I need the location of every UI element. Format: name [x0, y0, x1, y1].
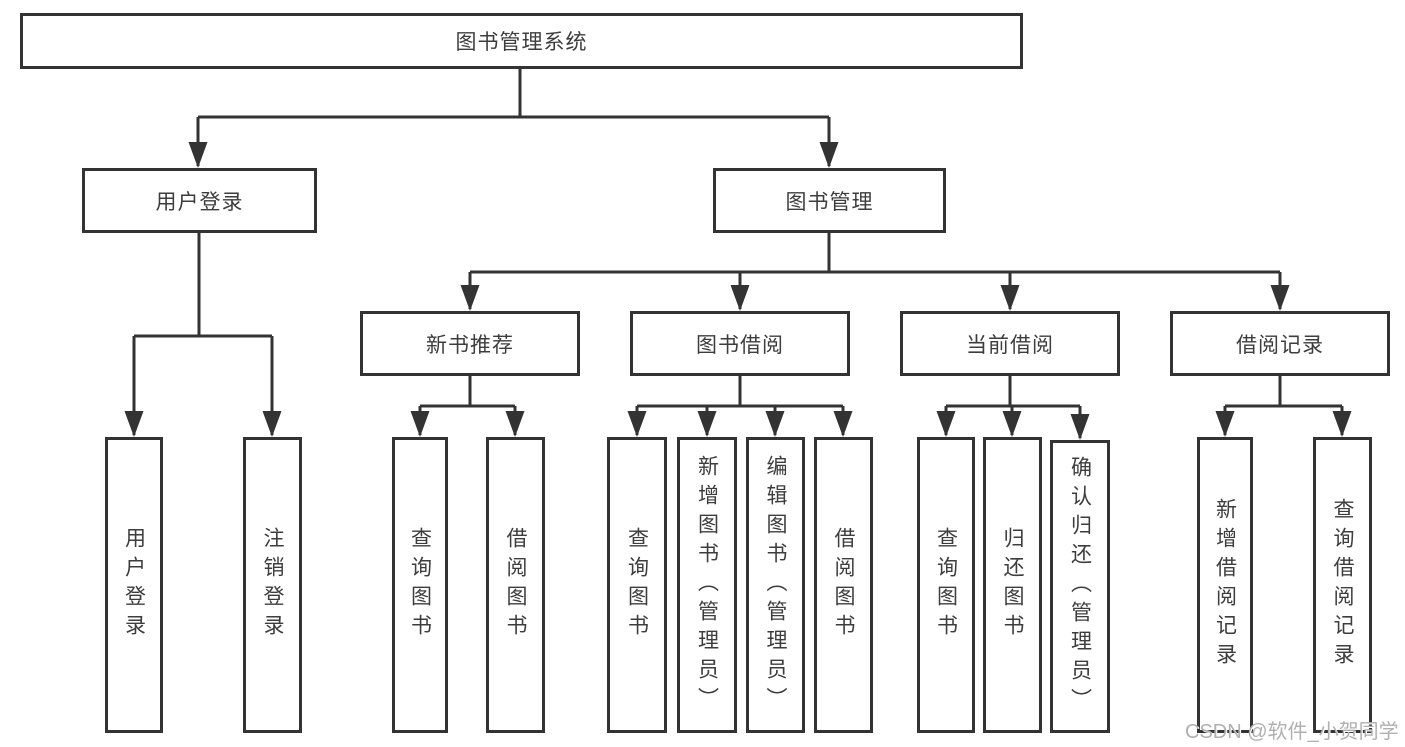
- node-root-label: 图书管理系统: [455, 31, 588, 54]
- node-user-login: 用户登录: [82, 168, 317, 233]
- node-leaf-borrow-edit-books-admin: 编辑图书（管理员）: [746, 437, 805, 733]
- node-leaf-user-login-label: 用户登录: [122, 527, 146, 643]
- node-leaf-recommend-borrow-books-label: 借阅图书: [504, 527, 527, 643]
- node-leaf-borrow-add-books-admin: 新增图书（管理员）: [677, 437, 737, 733]
- node-leaf-borrow-borrow-books-label: 借阅图书: [832, 527, 855, 643]
- node-leaf-logout: 注销登录: [243, 437, 302, 733]
- node-leaf-current-confirm-return-admin: 确认归还（管理员）: [1050, 440, 1110, 733]
- node-new-book-recommend: 新书推荐: [360, 311, 580, 376]
- connector-current-borrow: [936, 376, 1090, 440]
- connector-new-book-recommend: [410, 376, 525, 437]
- node-leaf-borrow-add-books-admin-label: 新增图书（管理员）: [695, 454, 719, 716]
- node-leaf-borrow-edit-books-admin-label: 编辑图书（管理员）: [764, 454, 787, 716]
- node-leaf-current-return-books-label: 归还图书: [1001, 527, 1024, 643]
- node-borrow-records: 借阅记录: [1170, 311, 1390, 376]
- node-leaf-current-confirm-return-admin-label: 确认归还（管理员）: [1068, 456, 1092, 717]
- node-current-borrow: 当前借阅: [900, 311, 1120, 376]
- node-leaf-current-query-books-label: 查询图书: [934, 527, 958, 643]
- node-book-management-label: 图书管理: [785, 190, 874, 214]
- node-leaf-recommend-borrow-books: 借阅图书: [486, 437, 545, 733]
- connector-borrow-records: [1215, 376, 1352, 437]
- connector-book-management: [460, 233, 1290, 311]
- node-current-borrow-label: 当前借阅: [966, 333, 1054, 357]
- node-new-book-recommend-label: 新书推荐: [426, 333, 514, 357]
- node-leaf-borrow-query-books: 查询图书: [607, 437, 667, 733]
- node-borrow-records-label: 借阅记录: [1236, 333, 1324, 357]
- node-leaf-records-add-record-label: 新增借阅记录: [1213, 498, 1237, 672]
- node-leaf-records-add-record: 新增借阅记录: [1197, 437, 1253, 733]
- node-leaf-current-query-books: 查询图书: [917, 437, 975, 733]
- node-leaf-records-query-record: 查询借阅记录: [1313, 437, 1372, 733]
- node-leaf-logout-label: 注销登录: [261, 527, 284, 643]
- node-book-borrow-label: 图书借阅: [696, 333, 784, 357]
- node-leaf-recommend-query-books: 查询图书: [392, 437, 448, 733]
- node-leaf-user-login: 用户登录: [105, 437, 163, 733]
- node-book-borrow: 图书借阅: [630, 311, 850, 376]
- csdn-watermark: CSDN @软件_小贺同学: [1185, 721, 1399, 743]
- node-book-management: 图书管理: [713, 168, 946, 233]
- connector-book-borrow: [627, 376, 853, 437]
- node-leaf-records-query-record-label: 查询借阅记录: [1331, 498, 1354, 672]
- node-leaf-current-return-books: 归还图书: [983, 437, 1042, 733]
- connector-root: [188, 69, 839, 168]
- connector-user-login: [124, 232, 282, 437]
- node-root: 图书管理系统: [20, 13, 1023, 69]
- node-leaf-recommend-query-books-label: 查询图书: [408, 527, 432, 643]
- node-user-login-label: 用户登录: [155, 190, 244, 214]
- node-leaf-borrow-query-books-label: 查询图书: [625, 527, 649, 643]
- node-leaf-borrow-borrow-books: 借阅图书: [814, 437, 873, 733]
